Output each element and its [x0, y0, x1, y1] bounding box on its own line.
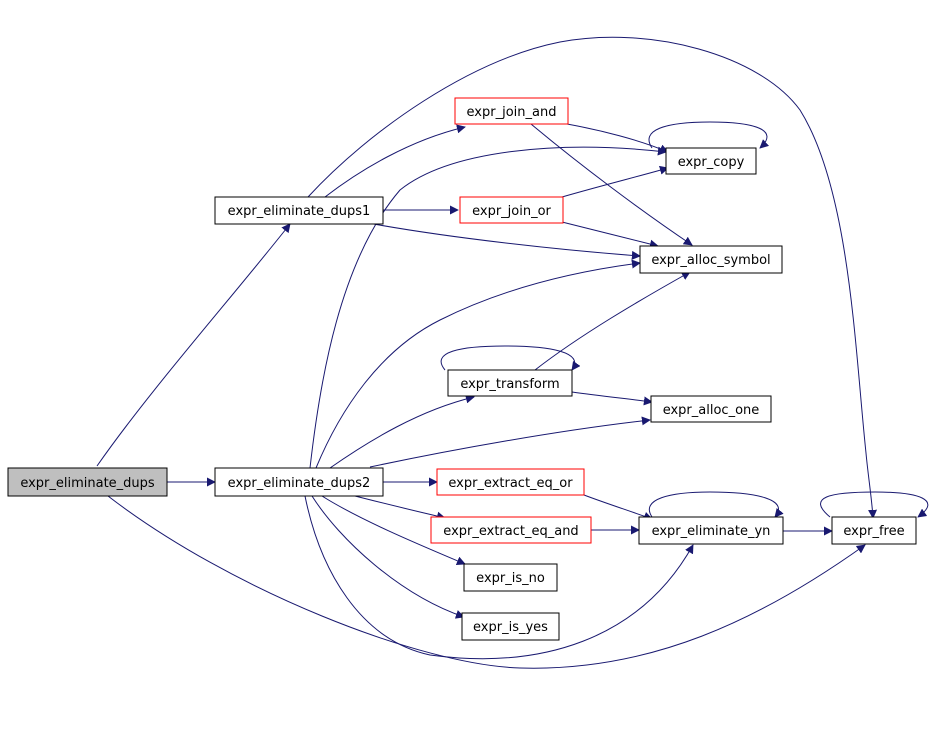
edges [96, 36, 929, 669]
node-label: expr_eliminate_yn [652, 524, 771, 539]
edge-join-or-to-copy [561, 165, 669, 198]
node-label: expr_alloc_one [663, 403, 760, 418]
node-box [430, 516, 592, 544]
node-expr-is-no[interactable]: expr_is_no [463, 563, 558, 592]
edge-join-or-to-alloc-symbol [561, 221, 659, 249]
node-label: expr_eliminate_dups1 [228, 204, 371, 219]
node-label: expr_eliminate_dups [20, 476, 155, 491]
node-expr-alloc-symbol[interactable]: expr_alloc_symbol [639, 245, 783, 274]
node-box [214, 196, 384, 225]
node-label: expr_join_or [472, 204, 551, 219]
edge-eliminate-dups2-to-extract-eq-and [354, 495, 446, 521]
node-expr-join-or[interactable]: expr_join_or [459, 196, 564, 224]
node-label: expr_join_and [467, 105, 557, 120]
node-box [638, 516, 784, 545]
node-expr-copy[interactable]: expr_copy [665, 147, 757, 175]
edge-eliminate-dups2-to-is-yes [311, 495, 465, 619]
node-expr-eliminate-dups1[interactable]: expr_eliminate_dups1 [214, 196, 384, 225]
node-box [214, 467, 384, 497]
node-box [436, 468, 585, 496]
edge-copy-self-loop [648, 121, 770, 149]
edge-eliminate-dups2-to-is-no [321, 495, 466, 565]
nodes: expr_eliminate_dups expr_eliminate_dups1… [7, 97, 917, 641]
node-label: expr_extract_eq_or [448, 476, 573, 491]
node-box [7, 467, 168, 497]
edge-transform-self-loop [440, 345, 581, 371]
node-box [831, 516, 917, 545]
edge-transform-to-alloc-symbol [534, 271, 691, 371]
node-expr-extract-eq-and[interactable]: expr_extract_eq_and [430, 516, 592, 544]
node-expr-eliminate-dups2[interactable]: expr_eliminate_dups2 [214, 467, 384, 497]
node-box [459, 196, 564, 224]
node-expr-free[interactable]: expr_free [831, 516, 917, 545]
node-box [463, 563, 558, 592]
node-expr-extract-eq-or[interactable]: expr_extract_eq_or [436, 468, 585, 496]
edge-eliminate-dups1-to-join-and [324, 124, 466, 198]
node-box [665, 147, 757, 175]
node-box [447, 369, 573, 397]
node-expr-eliminate-yn[interactable]: expr_eliminate_yn [638, 516, 784, 545]
node-expr-is-yes[interactable]: expr_is_yes [461, 612, 560, 641]
node-expr-eliminate-dups[interactable]: expr_eliminate_dups [7, 467, 168, 497]
edge-eliminate-dups2-to-copy [309, 146, 667, 469]
edge-eliminate-dups2-to-eliminate-yn [304, 495, 694, 660]
edge-eliminate-dups-to-free [107, 495, 866, 669]
node-box [639, 245, 783, 274]
node-expr-alloc-one[interactable]: expr_alloc_one [650, 395, 772, 423]
node-box [461, 612, 560, 641]
edge-transform-to-alloc-one [571, 391, 653, 406]
node-label: expr_extract_eq_and [443, 524, 578, 539]
node-box [650, 395, 772, 423]
edge-eliminate-dups2-to-transform [329, 394, 475, 469]
node-label: expr_is_no [476, 571, 545, 586]
node-label: expr_transform [460, 377, 559, 392]
node-label: expr_eliminate_dups2 [228, 476, 371, 491]
node-label: expr_copy [678, 155, 745, 170]
edge-join-and-to-alloc-symbol [530, 123, 693, 246]
node-label: expr_free [843, 524, 904, 539]
edge-eliminate-dups2-to-alloc-symbol [315, 259, 641, 469]
edge-extract-eq-or-to-eliminate-yn [583, 494, 653, 521]
node-label: expr_is_yes [473, 620, 548, 635]
node-expr-join-and[interactable]: expr_join_and [454, 97, 569, 125]
node-expr-transform[interactable]: expr_transform [447, 369, 573, 397]
edge-eliminate-dups2-to-alloc-one [369, 416, 651, 468]
node-label: expr_alloc_symbol [651, 253, 770, 268]
edge-eliminate-dups-to-eliminate-dups1 [96, 223, 291, 467]
edge-eliminate-dups1-to-alloc-symbol [367, 222, 641, 260]
node-box [454, 97, 569, 125]
edge-eliminate-yn-self-loop [649, 491, 784, 518]
edge-eliminate-dups1-to-free [307, 36, 878, 519]
edge-free-self-loop [820, 491, 929, 518]
